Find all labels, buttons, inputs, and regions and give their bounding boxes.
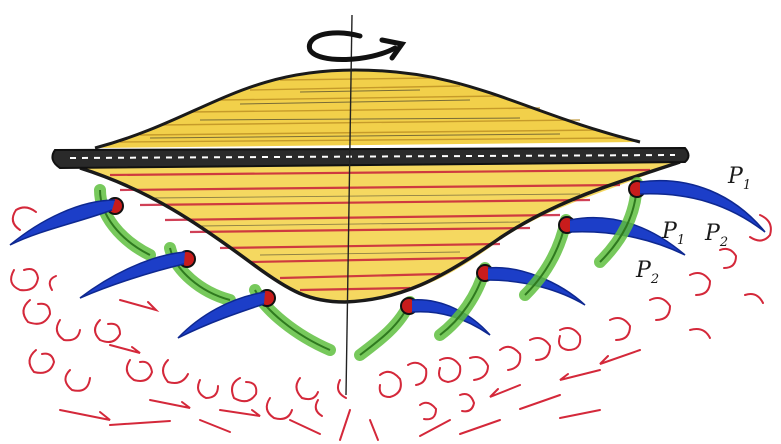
vortex-swirl xyxy=(11,206,37,231)
vortex-swirl xyxy=(419,419,451,437)
vortex-swirl xyxy=(197,379,219,400)
blade xyxy=(569,216,686,256)
vortex-swirl xyxy=(339,409,351,441)
vortex-swirl xyxy=(28,349,56,374)
vortex-swirl xyxy=(94,319,122,343)
vortex-swirl xyxy=(59,409,111,421)
vortex-swirl xyxy=(378,370,402,399)
svg-text:P2: P2 xyxy=(635,258,659,287)
label-p1-inner: P1 xyxy=(661,219,685,248)
vortex-field xyxy=(10,206,772,441)
vortex-swirl xyxy=(438,357,462,384)
rim-band xyxy=(51,146,690,170)
blade xyxy=(487,266,586,306)
vortex-swirl xyxy=(689,328,711,339)
vortex-swirl xyxy=(265,397,293,420)
dome xyxy=(94,68,641,150)
blade xyxy=(177,291,266,339)
vortex-swirl xyxy=(744,293,764,304)
dome-outline xyxy=(94,68,641,150)
blade xyxy=(411,299,491,336)
vortex-swirl xyxy=(489,384,521,398)
lower-hull xyxy=(79,160,681,304)
blade xyxy=(639,179,766,233)
blade xyxy=(79,251,186,299)
vortex-swirl xyxy=(119,299,160,312)
vortex-swirl xyxy=(55,319,81,342)
vortex-swirl xyxy=(199,419,231,433)
rim xyxy=(51,146,690,170)
vortex-swirl xyxy=(499,345,522,371)
vortex-swirl xyxy=(10,268,40,292)
vortex-swirl xyxy=(125,359,154,382)
vortex-swirl xyxy=(519,394,561,410)
label-p2-lower: P2 xyxy=(635,258,659,287)
vortex-swirl xyxy=(314,399,323,417)
vortex-swirl xyxy=(219,409,261,417)
vortex-swirl xyxy=(162,359,189,384)
vortex-swirl xyxy=(64,369,91,392)
rotation-arrow-icon xyxy=(306,30,407,62)
vortex-swirl xyxy=(337,379,347,399)
vortex-swirl xyxy=(469,356,490,381)
vortex-swirl xyxy=(109,344,141,354)
vortex-swirl xyxy=(231,377,258,403)
vortex-swirl xyxy=(22,299,52,325)
vortex-swirl xyxy=(48,275,57,291)
vortex-swirl xyxy=(459,393,476,413)
vortex-swirl xyxy=(559,409,601,419)
pod-right-2 xyxy=(434,262,494,341)
vortex-swirl xyxy=(599,349,641,365)
rim-dash xyxy=(69,154,676,159)
vortex-swirl xyxy=(558,327,582,352)
svg-text:P1: P1 xyxy=(661,219,685,248)
svg-text:P1: P1 xyxy=(727,164,751,193)
vortex-swirl xyxy=(529,337,552,361)
vortex-swirl xyxy=(719,247,738,269)
label-p1-outer: P1 xyxy=(727,164,751,193)
vortex-swirl xyxy=(407,361,428,386)
vortex-swirl xyxy=(459,419,501,435)
svg-text:P2: P2 xyxy=(704,221,728,250)
lower-hull-fill xyxy=(80,160,680,302)
vortex-swirl xyxy=(559,369,601,381)
vortex-swirl xyxy=(289,419,321,435)
vortex-swirl xyxy=(149,399,191,409)
lower-hull-outline xyxy=(79,160,681,304)
dome-fill xyxy=(95,70,640,148)
vortex-swirl xyxy=(369,419,379,441)
vortex-swirl xyxy=(749,214,772,242)
label-p2-upper: P2 xyxy=(704,221,728,250)
blade xyxy=(9,199,116,246)
vortex-swirl xyxy=(295,377,319,401)
vortex-swirl xyxy=(609,317,632,341)
vortex-swirl xyxy=(689,272,712,296)
vortex-swirl xyxy=(109,420,171,426)
pod-right-1 xyxy=(354,296,418,361)
vortex-swirl xyxy=(419,401,438,421)
vortex-swirl xyxy=(649,297,672,321)
rotation-axis xyxy=(345,14,353,396)
